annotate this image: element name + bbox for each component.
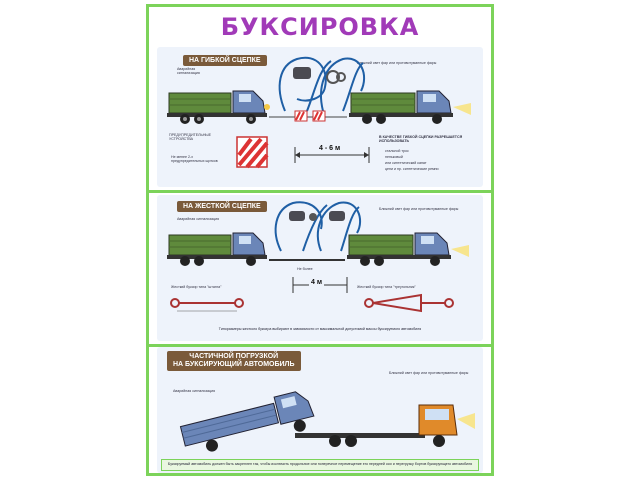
section2-distance-note: Не более — [297, 267, 313, 271]
section2-caption: Типоразмеры жесткого буксира выбирают в … — [218, 327, 422, 331]
section2-tow-bar — [269, 259, 345, 261]
section-rigid-tow: НА ЖЕСТКОЙ СЦЕПКЕ Аварийная сигнализация… — [157, 195, 483, 341]
section2-towing-truck — [167, 232, 267, 266]
section1-towed-truck — [349, 90, 471, 124]
section2-bar-right-label: Жесткий буксир типа "треугольник" — [357, 285, 416, 289]
poster-title: БУКСИРОВКА — [220, 13, 420, 41]
section1-tow-rope — [269, 110, 347, 122]
section1-notes-title: В КАЧЕСТВЕ ГИБКОЙ СЦЕПКИ РАЗРЕШАЕТСЯ ИСП… — [379, 135, 463, 144]
section1-distance-marker — [294, 147, 370, 163]
triangle-tow-bar-icon — [364, 293, 454, 313]
section2-towed-truck — [347, 232, 469, 266]
section3-tag-line1: ЧАСТИЧНОЙ ПОГРУЗКОЙ — [189, 353, 279, 360]
section1-towing-truck — [167, 90, 270, 124]
section1-sign-label: Не менее 2-х предупредительных щитков — [171, 155, 218, 164]
warning-sign-icon — [236, 136, 269, 169]
section1-distance: 4 - 6 м — [317, 145, 343, 152]
section-divider — [149, 190, 491, 193]
section1-note-4: цепи и пр. синтетические ремни — [385, 167, 439, 171]
section2-hazard-label: Аварийная сигнализация — [177, 217, 220, 221]
section1-warning-label: ПРЕДУПРЕДИТЕЛЬНЫЕ УСТРОЙСТВА — [169, 133, 212, 142]
section2-bar-left-label: Жесткий буксир типа "штанга" — [171, 285, 222, 289]
section1-note-2: пеньковый — [385, 155, 403, 159]
section3-truck-loading — [179, 391, 475, 452]
section-flexible-tow: НА ГИБКОЙ СЦЕПКЕ Аварийная сигнализация … — [157, 47, 483, 187]
section-partial-load: ЧАСТИЧНОЙ ПОГРУЗКОЙ НА БУКСИРУЮЩИЙ АВТОМ… — [157, 347, 483, 473]
section3-light-label: Ближний свет фар или противотуманные фар… — [389, 371, 469, 375]
section3-caption: Буксируемый автомобиль должен быть закре… — [167, 462, 473, 466]
section1-note-3: или синтетический канат — [385, 161, 427, 165]
rod-tow-bar-icon — [170, 298, 244, 312]
section2-tag: НА ЖЕСТКОЙ СЦЕПКЕ — [177, 201, 267, 212]
section2-distance: 4 м — [309, 279, 325, 286]
section2-coupling-zoom — [274, 201, 362, 252]
section1-hazard-label: Аварийная сигнализация — [177, 67, 200, 76]
section2-light-label: Ближний свет фар или противотуманные фар… — [379, 207, 459, 211]
section1-note-1: стальной трос — [385, 149, 409, 153]
section1-coupling-zoom — [278, 56, 366, 112]
towing-poster: БУКСИРОВКА НА ГИБКОЙ СЦЕПКЕ Аварийная си… — [146, 4, 494, 476]
section1-tag: НА ГИБКОЙ СЦЕПКЕ — [183, 55, 267, 66]
section3-hazard-label: Аварийная сигнализация — [173, 389, 216, 393]
section3-tag: ЧАСТИЧНОЙ ПОГРУЗКОЙ НА БУКСИРУЮЩИЙ АВТОМ… — [167, 351, 301, 371]
section3-caption-box: Буксируемый автомобиль должен быть закре… — [161, 459, 479, 471]
section1-light-label: Ближний свет фар или противотуманные фар… — [357, 61, 437, 65]
section-divider — [149, 344, 491, 347]
section3-tag-line2: НА БУКСИРУЮЩИЙ АВТОМОБИЛЬ — [173, 361, 295, 368]
